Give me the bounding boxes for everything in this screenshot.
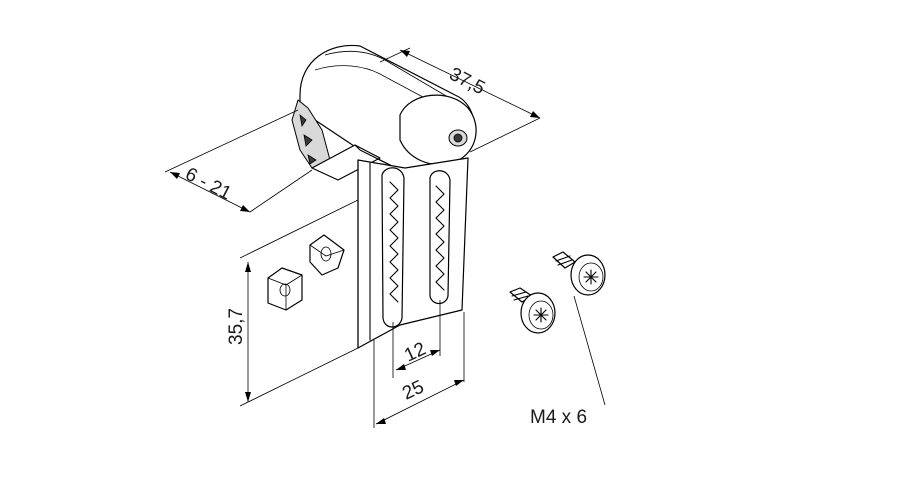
dimension-height: 35,7 — [226, 199, 359, 407]
screw-callout: M4 x 6 — [530, 295, 606, 428]
dim-6-21-label: 6 - 21 — [182, 164, 235, 205]
dim-35-7-label: 35,7 — [226, 308, 247, 345]
dimension-clamp-range: 6 - 21 — [164, 109, 313, 213]
screw-1 — [509, 287, 556, 334]
screw-2 — [552, 251, 606, 296]
clamp-head — [291, 44, 477, 181]
square-nut-1 — [267, 267, 303, 311]
dim-12-label: 12 — [401, 339, 429, 367]
screw-size-label: M4 x 6 — [530, 407, 587, 428]
square-nut-2 — [309, 234, 345, 276]
slotted-plate — [357, 157, 469, 349]
